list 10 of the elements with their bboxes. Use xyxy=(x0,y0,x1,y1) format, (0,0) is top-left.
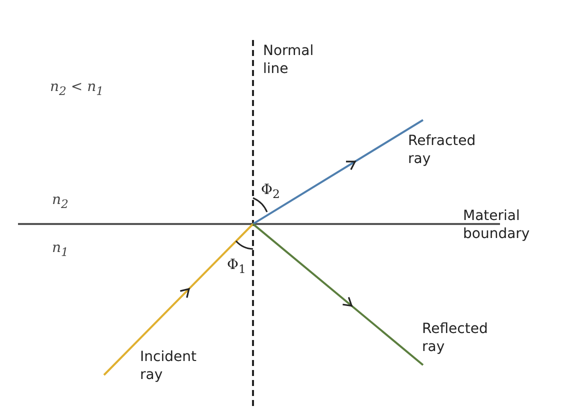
refractive-index-label: n$_{2}$ xyxy=(52,191,68,213)
refractive-index-label: n$_{1}$ xyxy=(52,239,68,261)
annotation-label: Incident ray xyxy=(140,348,198,384)
refractive-index-relation: n$_{2}$ < n$_{1}$ xyxy=(50,78,104,100)
angle-label: Φ$_{2}$ xyxy=(261,181,280,203)
angle-label: Φ$_{1}$ xyxy=(227,256,246,278)
annotation-label: Normal line xyxy=(263,42,315,78)
annotation-label: Material boundary xyxy=(463,207,531,243)
annotation-label: Refracted ray xyxy=(408,132,477,168)
annotation-label: Reflected ray xyxy=(422,320,489,356)
